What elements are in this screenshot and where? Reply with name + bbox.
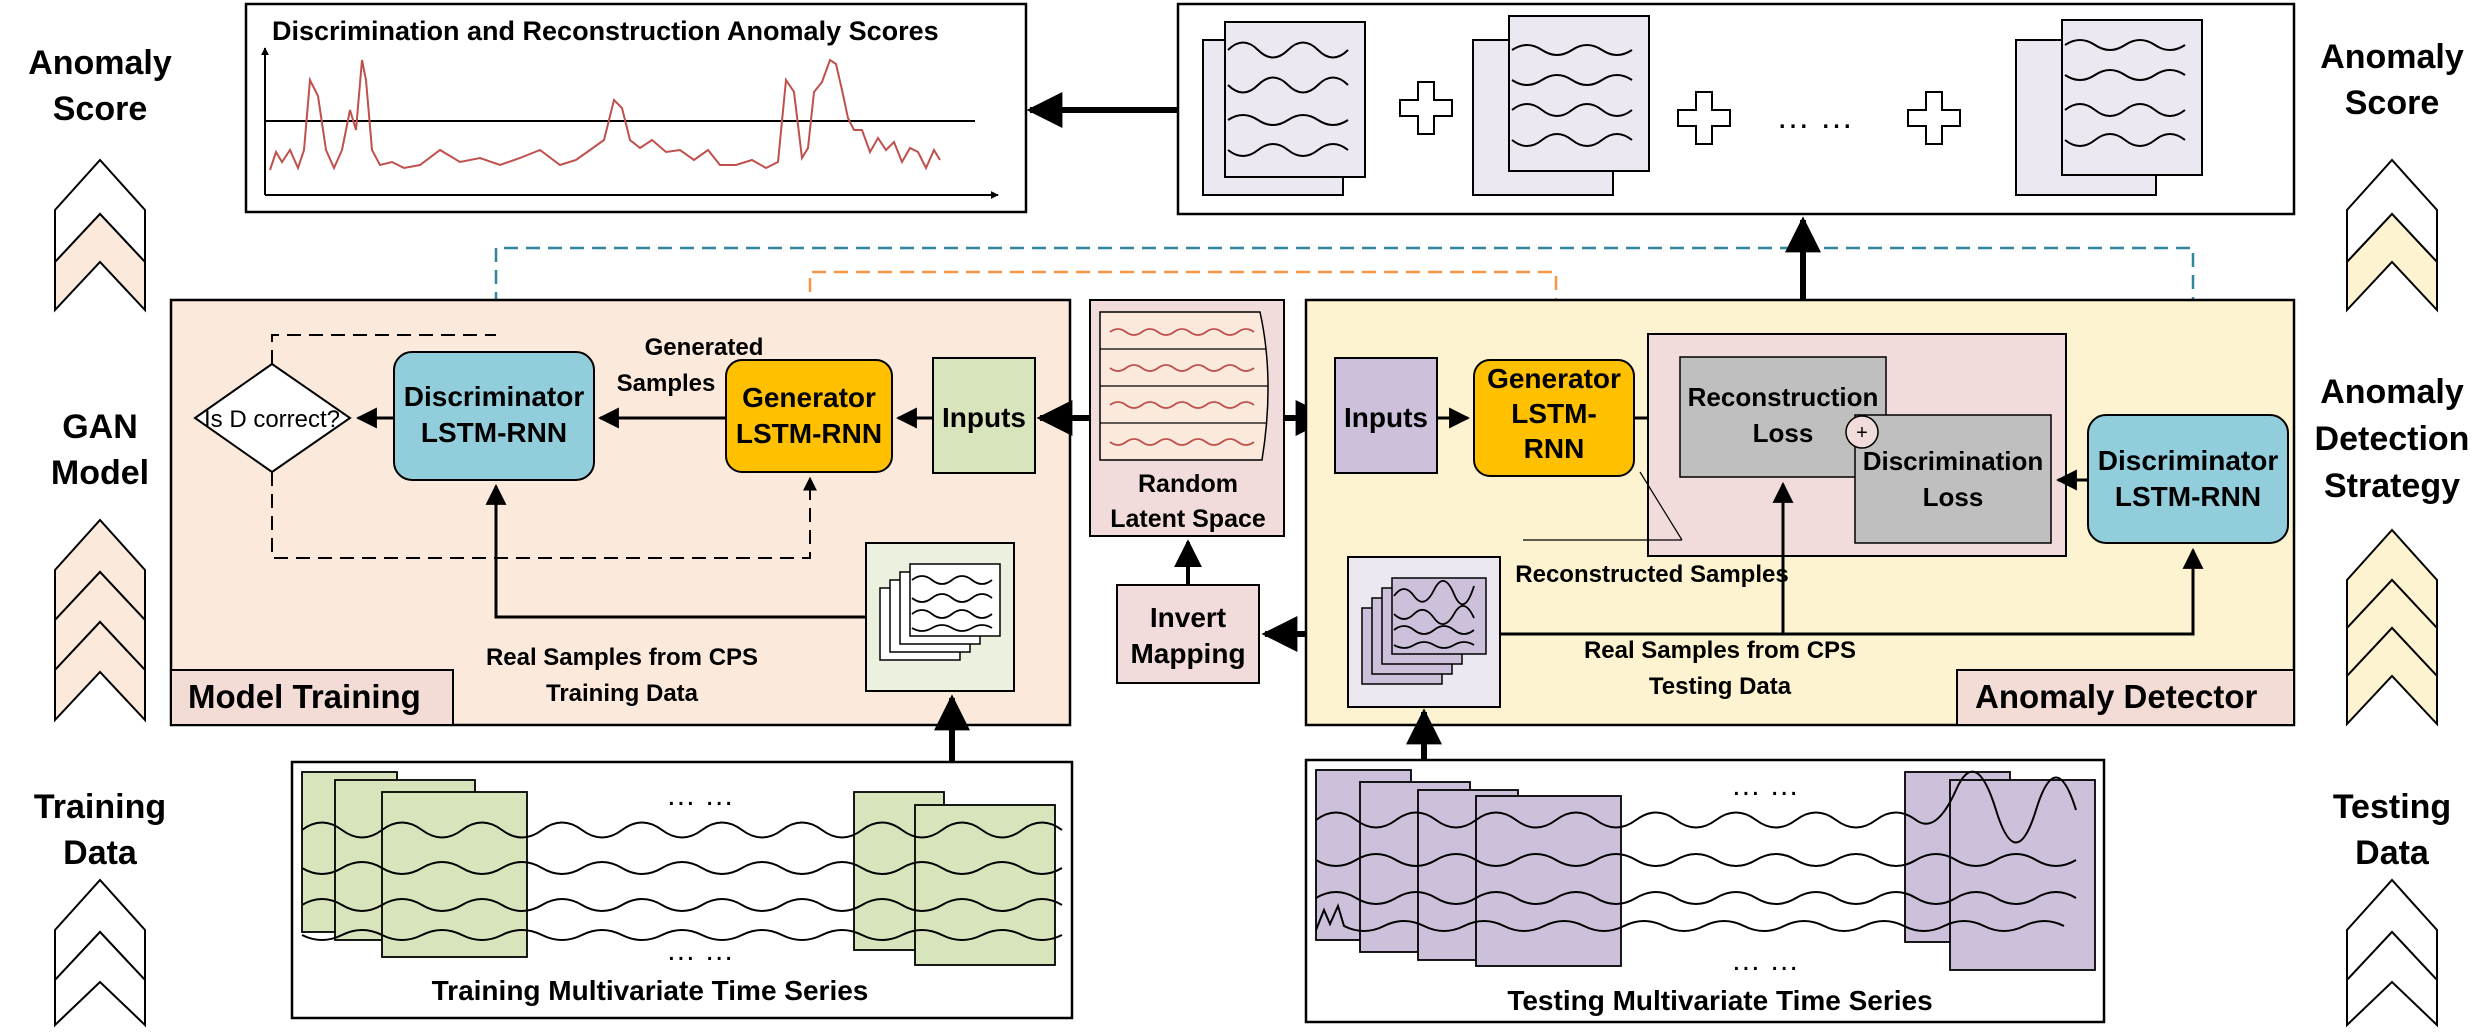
callout-leader [1523,471,1683,541]
right-testing-data-line1: Testing [2333,788,2451,826]
testing-ellipsis-bottom: … … [1731,944,1799,977]
samples-ellipsis: … … [1776,98,1853,136]
discriminator-line1: Discriminator [404,381,585,412]
sample-stack [1202,21,1366,196]
testing-ellipsis-top: … … [1731,769,1799,802]
model-training-section: Model Training Is D correct? Discriminat… [169,298,1072,727]
real-samples-line1: Real Samples from CPS [486,644,758,671]
detector-discriminator-line1: Discriminator [2098,445,2279,476]
detector-discriminator-line2: LSTM-RNN [2115,481,2261,512]
left-training-data-line1: Training [34,788,166,826]
chevron-up-icon [2346,158,2438,313]
inputs-label: Inputs [942,402,1026,433]
generator-line2: LSTM-RNN [736,418,882,449]
arrow-icon [485,483,866,619]
reconstruction-loss-line1: Reconstruction [1688,382,1879,412]
inputs-block [932,357,1036,474]
real-samples-icon [1347,556,1501,708]
chevron-up-icon [54,518,146,723]
anomaly-detector-label: Anomaly Detector [1975,678,2258,715]
generator-block [725,359,893,473]
invert-line2: Mapping [1130,638,1245,669]
detector-real-samples-line1: Real Samples from CPS [1584,637,1856,664]
right-strategy-line1: Anomaly [2320,373,2464,411]
detector-generator-line3: RNN [1524,433,1585,464]
right-side-column: Anomaly Score Anomaly Detection Strategy… [2315,38,2470,1028]
generated-samples-line1: Generated [645,334,764,361]
testing-series-label: Testing Multivariate Time Series [1507,985,1932,1016]
left-gan-model-line1: GAN [62,408,138,446]
latent-line1: Random [1138,470,1238,498]
left-anomaly-score-line1: Anomaly [28,44,172,82]
sample-stack [1472,15,1650,196]
detector-inputs-label: Inputs [1344,402,1428,433]
discrimination-loss-line1: Discrimination [1863,446,2044,476]
sample-stack [2015,19,2203,196]
chevron-up-icon [2346,878,2438,1028]
right-strategy-line2: Detection [2315,420,2470,458]
dashed-feedback-bottom [271,472,817,559]
plus-icon [1399,81,1453,135]
left-training-data-line2: Data [63,834,138,872]
training-ellipsis-bottom: … … [666,934,734,967]
inputs-block [1334,357,1438,474]
reconstructed-samples-label: Reconstructed Samples [1515,561,1788,588]
chevron-up-icon [2346,528,2438,727]
latent-space: Random Latent Space [1089,299,1285,537]
arrow-icon [1500,547,2204,636]
detector-generator-line1: Generator [1487,363,1621,394]
real-samples-icon [865,542,1015,692]
score-panel-title: Discrimination and Reconstruction Anomal… [272,16,939,46]
right-anomaly-score-line2: Score [2345,84,2440,122]
generated-samples-line2: Samples [617,370,716,397]
anomaly-detector-section: Anomaly Detector Inputs Generator LSTM- … [1304,298,2296,727]
score-curve [269,58,941,171]
chevron-up-icon [54,158,146,313]
detector-real-samples-line2: Testing Data [1649,673,1792,700]
plus-icon [1907,91,1961,145]
right-anomaly-score-line1: Anomaly [2320,38,2464,76]
combine-symbol: + [1856,422,1868,444]
training-series-panel: … … … … Training Multivariate Time Serie… [290,760,1074,1020]
latent-line2: Latent Space [1110,505,1266,533]
dashed-feedback-top [271,334,496,364]
plus-icon [1677,91,1731,145]
testing-series-panel: … … … … Testing Multivariate Time Series [1304,758,2106,1024]
reconstruction-loss-line2: Loss [1753,418,1814,448]
score-panel: Discrimination and Reconstruction Anomal… [244,2,1028,214]
discriminator-line2: LSTM-RNN [421,417,567,448]
discriminator-block [393,351,595,481]
training-ellipsis-top: … … [666,779,734,812]
left-anomaly-score-line2: Score [53,90,148,128]
discrimination-loss-line2: Loss [1923,482,1984,512]
right-testing-data-line2: Data [2355,834,2430,872]
reconstruction-loss-box [1679,356,1887,478]
decision-label: Is D correct? [204,406,340,433]
detector-generator-line2: LSTM- [1511,398,1597,429]
real-samples-line2: Training Data [546,680,699,707]
invert-mapping-block: Invert Mapping [1116,584,1260,684]
model-training-label: Model Training [188,678,421,715]
chevron-up-icon [54,878,146,1028]
decision-diamond [193,362,352,474]
combine-icon: + [1845,415,1879,449]
right-strategy-line3: Strategy [2324,467,2460,505]
left-gan-model-line2: Model [51,454,149,492]
samples-panel: … … [1176,2,2296,216]
left-side-column: Anomaly Score GAN Model Training Data [28,44,172,1028]
discriminator-block [2087,414,2289,544]
discrimination-loss-box [1854,414,2052,544]
invert-line1: Invert [1150,602,1226,633]
training-series-label: Training Multivariate Time Series [432,975,869,1006]
generator-line1: Generator [742,382,876,413]
